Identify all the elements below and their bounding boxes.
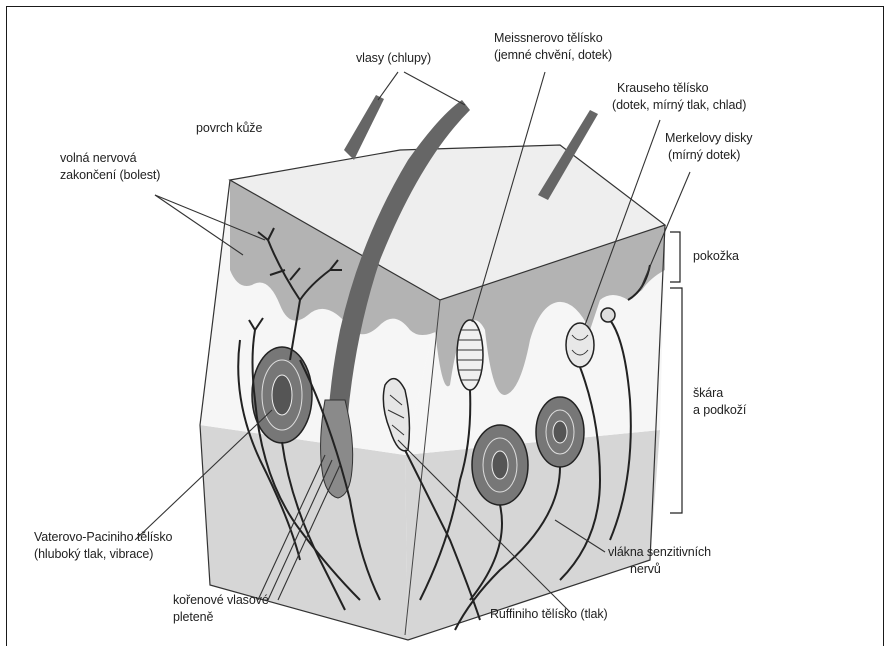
label-root-plexus-2: pleteně [173,609,213,625]
label-skin-surface: povrch kůže [196,120,262,136]
label-dermis-2: a podkoží [693,402,746,418]
merkel-disk [601,308,615,322]
label-merkel-sub: (mírný dotek) [668,147,740,163]
label-meissner-sub: (jemné chvění, dotek) [494,47,612,63]
label-dermis-1: škára [693,385,723,401]
krause-corpuscle [566,323,594,367]
label-merkel-title: Merkelovy disky [665,130,752,146]
label-free-nerve-1: volná nervová [60,150,137,166]
label-sensory-fibers-2: nervů [630,561,661,577]
label-ruffini: Ruffiniho tělísko (tlak) [490,606,608,622]
hair-shaft-left [344,95,384,160]
meissner-corpuscle [457,320,483,390]
label-pacini-2: (hluboký tlak, vibrace) [34,546,153,562]
pacinian-corpuscle-right-2 [536,397,584,467]
label-free-nerve-2: zakončení (bolest) [60,167,160,183]
pacinian-corpuscle-right-1 [472,425,528,505]
label-hairs: vlasy (chlupy) [356,50,431,66]
label-sensory-fibers-1: vlákna senzitivních [608,544,711,560]
label-krause-title: Krauseho tělísko [617,80,709,96]
label-meissner-title: Meissnerovo tělísko [494,30,603,46]
label-root-plexus-1: kořenové vlasové [173,592,269,608]
label-epidermis: pokožka [693,248,739,264]
label-pacini-1: Vaterovo-Paciniho tělísko [34,529,172,545]
layer-brackets [670,232,682,513]
label-krause-sub: (dotek, mírný tlak, chlad) [612,97,746,113]
pacinian-corpuscle-left [252,347,312,443]
